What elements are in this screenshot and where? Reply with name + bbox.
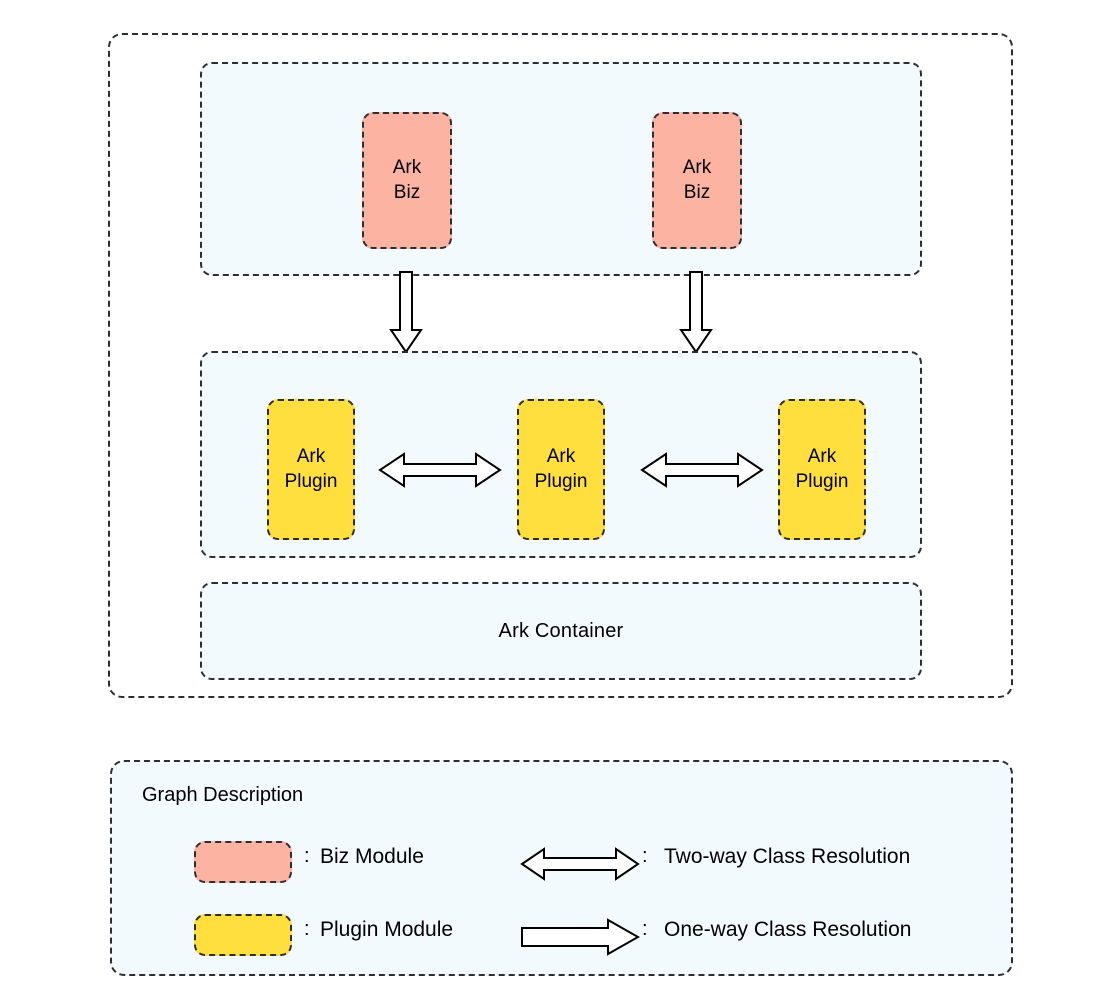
- graph-description-legend: Graph Description : Biz Module : Two-way…: [110, 760, 1013, 976]
- ark-plugin-module-1[interactable]: Ark Plugin: [267, 399, 355, 540]
- legend-colon-plugin: :: [304, 918, 310, 940]
- ark-plugin-module-2-line2: Plugin: [534, 470, 588, 492]
- legend-title: Graph Description: [142, 784, 304, 806]
- legend-label-one-way-class-resolution: One-way Class Resolution: [664, 918, 912, 941]
- two-way-arrow-plugin2-plugin3: [640, 452, 764, 488]
- ark-plugin-module-3-line1: Ark: [807, 446, 837, 468]
- ark-plugin-module-2-line1: Ark: [546, 446, 576, 468]
- legend-one-way-arrow-icon: [521, 918, 640, 956]
- ark-container-outer-frame: [108, 33, 1013, 698]
- legend-colon-biz: :: [304, 845, 310, 867]
- ark-plugin-module-1-line2: Plugin: [284, 470, 338, 492]
- legend-label-two-way-class-resolution: Two-way Class Resolution: [664, 845, 911, 868]
- ark-plugin-module-1-line1: Ark: [296, 446, 326, 468]
- ark-container-label: Ark Container: [498, 619, 624, 642]
- ark-biz-module-2-line1: Ark: [682, 157, 712, 179]
- one-way-arrow-biz2-to-plugins: [679, 271, 713, 354]
- biz-panel: [200, 62, 922, 276]
- legend-label-plugin-module: Plugin Module: [320, 918, 454, 941]
- legend-swatch-plugin-module: [194, 914, 292, 956]
- legend-two-way-arrow-icon: [520, 847, 640, 881]
- two-way-arrow-plugin1-plugin2: [378, 452, 502, 488]
- legend-colon-one-way: :: [642, 918, 648, 940]
- legend-label-biz-module: Biz Module: [320, 845, 424, 868]
- ark-biz-module-1-line2: Biz: [393, 181, 421, 203]
- ark-plugin-module-3-line2: Plugin: [795, 470, 849, 492]
- legend-row-plugin: : Plugin Module : One-way Class Resoluti…: [112, 912, 1011, 960]
- ark-biz-module-1[interactable]: Ark Biz: [362, 112, 452, 249]
- ark-biz-module-2-line2: Biz: [683, 181, 711, 203]
- ark-plugin-module-3[interactable]: Ark Plugin: [778, 399, 866, 540]
- ark-biz-module-2[interactable]: Ark Biz: [652, 112, 742, 249]
- ark-plugin-module-2[interactable]: Ark Plugin: [517, 399, 605, 540]
- one-way-arrow-biz1-to-plugins: [389, 271, 423, 354]
- ark-container-panel: Ark Container: [200, 582, 922, 680]
- ark-biz-module-1-line1: Ark: [392, 157, 422, 179]
- legend-row-biz: : Biz Module : Two-way Class Resolution: [112, 839, 1011, 887]
- legend-colon-two-way: :: [642, 845, 648, 867]
- legend-swatch-biz-module: [194, 841, 292, 883]
